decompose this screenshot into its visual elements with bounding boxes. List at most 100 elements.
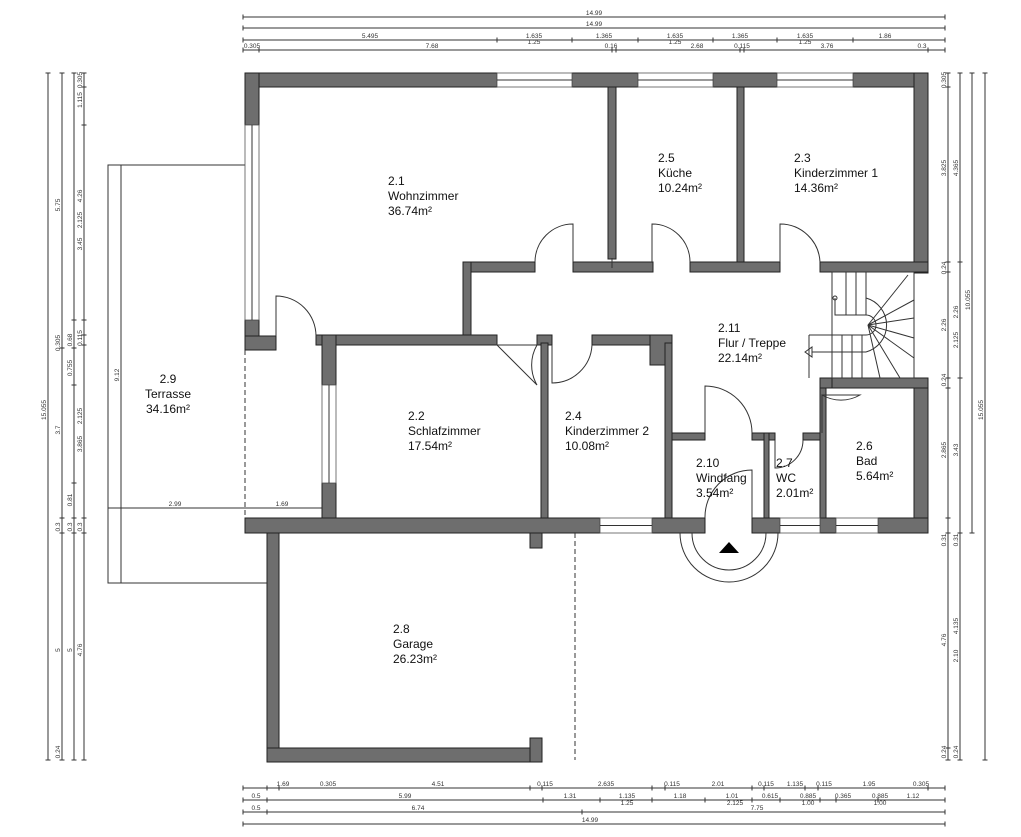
dimension-label: 1.95 bbox=[863, 781, 876, 788]
wall bbox=[877, 517, 929, 534]
dimension-label: 0.305 bbox=[244, 43, 261, 50]
wall bbox=[819, 377, 929, 389]
dimension-label: 0.24 bbox=[941, 261, 948, 274]
room-name: Wohnzimmer bbox=[388, 189, 458, 203]
dimension-label: 5 bbox=[55, 648, 62, 652]
dimension-label: 0.615 bbox=[762, 793, 779, 800]
dimension-label: 2.01 bbox=[712, 781, 725, 788]
room-number: 2.6 bbox=[856, 439, 873, 453]
dimension-label: 2.10 bbox=[953, 649, 960, 662]
wall bbox=[763, 432, 770, 519]
dimension-label: 4.135 bbox=[953, 617, 960, 634]
door-swing[interactable] bbox=[704, 385, 753, 434]
dimension-label: 3.76 bbox=[821, 43, 834, 50]
door-swing[interactable] bbox=[821, 394, 862, 433]
room-name: WC bbox=[776, 471, 796, 485]
wall bbox=[913, 72, 929, 274]
dimension-label: 14.99 bbox=[582, 817, 599, 824]
dimension-label: 3.7 bbox=[55, 425, 62, 434]
dimension-label: 0.885 bbox=[800, 793, 817, 800]
wall bbox=[321, 334, 337, 386]
room-area: 2.01m² bbox=[776, 486, 813, 500]
dimension-label: 1.86 bbox=[879, 33, 892, 40]
dimension-label: 0.115 bbox=[77, 330, 84, 346]
dimension-label: 1.135 bbox=[787, 781, 804, 788]
dimension-label: 1.01 bbox=[726, 793, 739, 800]
dimension-label: 0.115 bbox=[734, 43, 750, 50]
room-name: Windfang bbox=[696, 471, 747, 485]
dimension-label: 0.24 bbox=[55, 745, 62, 758]
dimension-label: 5.495 bbox=[362, 33, 379, 40]
dimension-label: 2.68 bbox=[691, 43, 704, 50]
wall bbox=[751, 517, 781, 534]
door-swing[interactable] bbox=[534, 223, 574, 263]
wall bbox=[712, 72, 778, 88]
dimension-label: 5 bbox=[67, 648, 74, 652]
dimension-label: 0.16 bbox=[605, 43, 618, 50]
room-number: 2.4 bbox=[565, 409, 582, 423]
dimension-label: 4.26 bbox=[77, 189, 84, 202]
room-name: Bad bbox=[856, 454, 877, 468]
door-swing[interactable] bbox=[651, 223, 691, 263]
dimension-label: 1.25 bbox=[621, 800, 634, 807]
door-swing[interactable] bbox=[779, 223, 821, 263]
door-swing[interactable] bbox=[704, 469, 753, 519]
dimension-label: 4.51 bbox=[432, 781, 445, 788]
wall bbox=[819, 517, 837, 534]
room-number: 2.10 bbox=[696, 456, 720, 470]
room-area: 36.74m² bbox=[388, 204, 432, 218]
dimension-label: 0.24 bbox=[941, 745, 948, 758]
dimension-label: 2.26 bbox=[941, 318, 948, 331]
room-area: 10.08m² bbox=[565, 439, 609, 453]
room-name: Terrasse bbox=[145, 387, 191, 401]
wall bbox=[689, 261, 781, 273]
dimension-label: 0.365 bbox=[835, 793, 852, 800]
dimension-label: 10.055 bbox=[965, 290, 972, 310]
wall bbox=[651, 517, 706, 534]
door-swing[interactable] bbox=[495, 344, 538, 386]
wall bbox=[244, 335, 277, 351]
room-area: 26.23m² bbox=[393, 652, 437, 666]
door-swing[interactable] bbox=[275, 295, 317, 337]
wall bbox=[244, 72, 498, 88]
dimension-label: 15.055 bbox=[41, 400, 48, 420]
dimension-label: 0.31 bbox=[941, 533, 948, 546]
wall bbox=[529, 737, 543, 763]
dimension-label: 1.365 bbox=[732, 33, 749, 40]
terrace-outline bbox=[107, 164, 322, 584]
dimension-label: 2.125 bbox=[77, 407, 84, 424]
room-number: 2.9 bbox=[160, 372, 177, 386]
room-area: 10.24m² bbox=[658, 181, 702, 195]
room-name: Kinderzimmer 2 bbox=[565, 424, 649, 438]
wall bbox=[802, 432, 823, 441]
doors bbox=[275, 223, 862, 519]
dimension-label: 0.81 bbox=[67, 493, 74, 506]
dimension-label: 1.69 bbox=[277, 781, 290, 788]
door-swing[interactable] bbox=[774, 439, 804, 469]
door-swing[interactable] bbox=[551, 344, 593, 384]
dimension-label: 0.24 bbox=[941, 373, 948, 386]
dimension-label: 5.99 bbox=[399, 793, 412, 800]
wall bbox=[462, 261, 472, 343]
dimension-label: 1.635 bbox=[797, 33, 814, 40]
dimension-label: 0.24 bbox=[953, 745, 960, 758]
wall bbox=[671, 432, 706, 441]
dimension-label: 2.635 bbox=[598, 781, 615, 788]
dimension-label: 0.305 bbox=[913, 781, 930, 788]
dimension-label: 0.305 bbox=[941, 71, 948, 88]
room-number: 2.8 bbox=[393, 622, 410, 636]
dimension-label: 15.055 bbox=[978, 400, 985, 420]
dimension-label: 0.115 bbox=[664, 781, 680, 788]
wall bbox=[571, 72, 639, 88]
walls bbox=[244, 72, 929, 763]
dimension-label: 1.31 bbox=[564, 793, 577, 800]
wall bbox=[244, 72, 260, 126]
dimension-label: 2.26 bbox=[953, 305, 960, 318]
